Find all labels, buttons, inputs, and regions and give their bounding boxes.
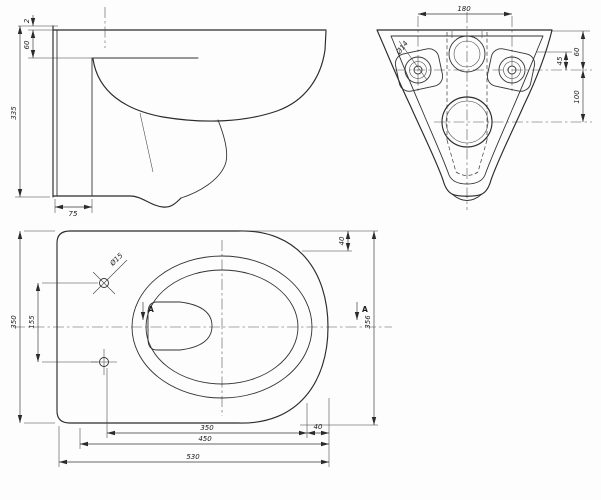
trap-hidden-edge [139, 112, 154, 173]
dim-text-top-to-holes: 60 [573, 47, 581, 56]
side-view: 2 60 335 75 [10, 7, 327, 218]
bottom-outline [52, 195, 182, 208]
water-spot-outline [147, 301, 213, 351]
rear-body-inner-outline [390, 35, 544, 185]
dim-text-overall-length: 530 [186, 453, 200, 461]
section-label-left: A [148, 305, 154, 314]
dim-text-front-segment: 40 [314, 423, 323, 431]
left-mounting-hole [404, 56, 432, 84]
hole-dia-leader [398, 40, 428, 81]
outlet-circle [441, 96, 493, 148]
dim-text-ledge-to-holes: 45 [556, 56, 564, 65]
inlet-spigot-circle [448, 35, 486, 73]
dim-text-overall-width: 356 [364, 315, 372, 329]
dim-text-inner-length: 450 [198, 435, 212, 443]
dim-text-seat-hole-spacing: 155 [28, 315, 36, 329]
section-label-right: A [362, 305, 368, 314]
dim-text-holes-to-outlet: 100 [573, 90, 581, 104]
seat-outer-ring [131, 255, 313, 399]
dim-text-top-edge-offset: 40 [338, 236, 346, 245]
dim-text-rim-height: 60 [23, 40, 31, 49]
rear-body-outline [376, 29, 553, 197]
left-boss [394, 48, 444, 92]
dim-text-overall-height: 335 [10, 106, 18, 120]
dim-text-mount-depth: 75 [69, 210, 78, 218]
plan-body-outline [56, 230, 329, 424]
dim-text-seat-hole-diameter: Ø15 [108, 251, 125, 268]
dim-text-holes-to-front: 350 [200, 424, 214, 432]
seat-hole-top [99, 278, 109, 288]
plan-view: A A 350 155 356 40 Ø15 350 40 450 5 [10, 230, 392, 467]
right-boss [486, 48, 536, 92]
seat-hole-dia-leader [92, 259, 128, 295]
rear-view: 180 Ø14 60 45 100 [376, 5, 592, 210]
dim-text-hole-diameter: Ø14 [394, 40, 410, 57]
bottom-tongue [451, 193, 483, 201]
dim-text-rim-lip: 2 [23, 18, 31, 23]
trap-outline [180, 119, 228, 199]
seat-inner-ring [145, 269, 299, 385]
dim-text-back-width: 350 [10, 315, 18, 329]
right-mounting-hole [498, 56, 526, 84]
bowl-outline [92, 30, 327, 122]
dim-text-hole-spacing: 180 [457, 5, 471, 13]
